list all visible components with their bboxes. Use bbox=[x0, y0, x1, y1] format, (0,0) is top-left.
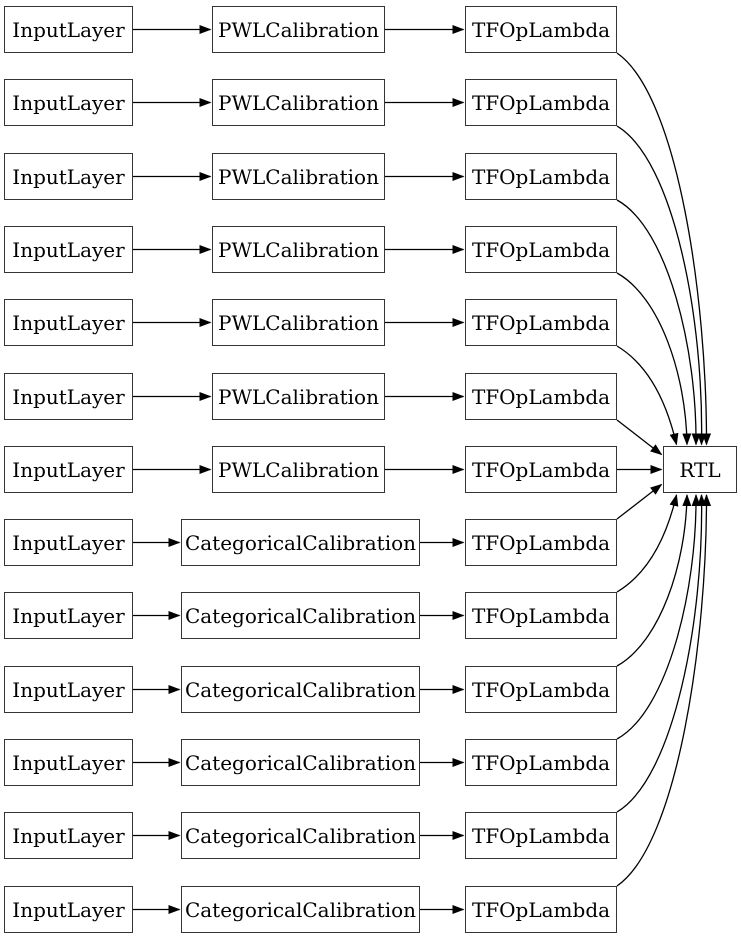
node-tfoplambda-6: TFOpLambda bbox=[465, 446, 617, 493]
node-calibration-1: PWLCalibration bbox=[212, 79, 385, 126]
edge-op-output-10 bbox=[616, 494, 701, 740]
edge-op-output-7 bbox=[616, 483, 663, 520]
node-rtl-output: RTL bbox=[663, 446, 737, 493]
node-calibration-8: CategoricalCalibration bbox=[181, 592, 420, 639]
node-inputlayer-8: InputLayer bbox=[4, 592, 133, 639]
edge-op-output-11 bbox=[616, 494, 707, 813]
node-tfoplambda-4: TFOpLambda bbox=[465, 299, 617, 346]
node-tfoplambda-7: TFOpLambda bbox=[465, 519, 617, 566]
node-calibration-0: PWLCalibration bbox=[212, 6, 385, 53]
node-tfoplambda-11: TFOpLambda bbox=[465, 812, 617, 859]
node-inputlayer-9: InputLayer bbox=[4, 666, 133, 713]
node-calibration-9: CategoricalCalibration bbox=[181, 666, 420, 713]
node-inputlayer-5: InputLayer bbox=[4, 373, 133, 420]
node-tfoplambda-1: TFOpLambda bbox=[465, 79, 617, 126]
node-inputlayer-12: InputLayer bbox=[4, 886, 133, 933]
edge-op-output-12 bbox=[616, 494, 712, 887]
node-tfoplambda-12: TFOpLambda bbox=[465, 886, 617, 933]
edge-op-output-0 bbox=[616, 52, 712, 446]
node-calibration-10: CategoricalCalibration bbox=[181, 739, 420, 786]
edge-op-output-1 bbox=[616, 125, 707, 446]
node-calibration-7: CategoricalCalibration bbox=[181, 519, 420, 566]
node-calibration-11: CategoricalCalibration bbox=[181, 812, 420, 859]
node-calibration-12: CategoricalCalibration bbox=[181, 886, 420, 933]
node-tfoplambda-2: TFOpLambda bbox=[465, 153, 617, 200]
node-inputlayer-11: InputLayer bbox=[4, 812, 133, 859]
node-tfoplambda-9: TFOpLambda bbox=[465, 666, 617, 713]
edge-op-output-8 bbox=[616, 494, 679, 593]
node-calibration-2: PWLCalibration bbox=[212, 153, 385, 200]
node-inputlayer-4: InputLayer bbox=[4, 299, 133, 346]
node-calibration-3: PWLCalibration bbox=[212, 226, 385, 273]
edge-op-output-4 bbox=[616, 345, 679, 446]
node-tfoplambda-5: TFOpLambda bbox=[465, 373, 617, 420]
edge-op-output-9 bbox=[616, 494, 692, 667]
node-calibration-6: PWLCalibration bbox=[212, 446, 385, 493]
node-inputlayer-10: InputLayer bbox=[4, 739, 133, 786]
node-tfoplambda-0: TFOpLambda bbox=[465, 6, 617, 53]
node-tfoplambda-10: TFOpLambda bbox=[465, 739, 617, 786]
edge-op-output-2 bbox=[616, 199, 701, 446]
edge-op-output-5 bbox=[616, 419, 663, 456]
node-inputlayer-6: InputLayer bbox=[4, 446, 133, 493]
node-tfoplambda-8: TFOpLambda bbox=[465, 592, 617, 639]
node-inputlayer-0: InputLayer bbox=[4, 6, 133, 53]
node-inputlayer-3: InputLayer bbox=[4, 226, 133, 273]
node-calibration-4: PWLCalibration bbox=[212, 299, 385, 346]
node-tfoplambda-3: TFOpLambda bbox=[465, 226, 617, 273]
node-calibration-5: PWLCalibration bbox=[212, 373, 385, 420]
node-inputlayer-2: InputLayer bbox=[4, 153, 133, 200]
node-inputlayer-1: InputLayer bbox=[4, 79, 133, 126]
edge-op-output-3 bbox=[616, 272, 692, 446]
node-inputlayer-7: InputLayer bbox=[4, 519, 133, 566]
